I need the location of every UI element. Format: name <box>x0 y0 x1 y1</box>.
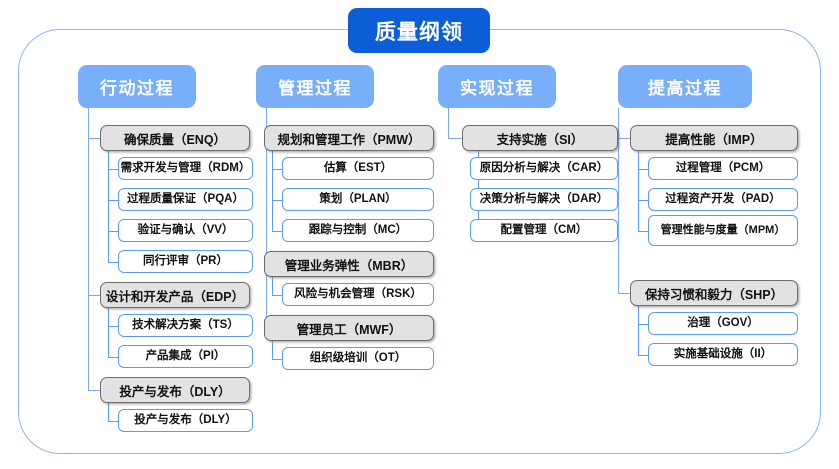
column-header-4[interactable]: 提高过程 <box>618 65 752 108</box>
leaf-connector <box>272 295 282 297</box>
leaf-connector <box>272 200 282 202</box>
leaf-connector <box>108 421 118 423</box>
group-spine <box>108 151 110 262</box>
group-connector <box>88 138 100 140</box>
leaf-box[interactable]: 治理（GOV） <box>648 312 798 335</box>
leaf-box[interactable]: 组织级培训（OT） <box>282 347 434 370</box>
diagram-title: 质量纲领 <box>348 8 490 53</box>
group-box[interactable]: 确保质量（ENQ） <box>100 125 250 151</box>
leaf-connector <box>272 359 282 361</box>
column-header-3[interactable]: 实现过程 <box>438 65 556 108</box>
leaf-connector <box>638 200 648 202</box>
column-spine-3 <box>448 108 450 138</box>
group-box[interactable]: 设计和开发产品（EDP） <box>100 282 250 308</box>
column-spine-1 <box>88 108 90 390</box>
leaf-box[interactable]: 同行评审（PR） <box>118 250 253 273</box>
leaf-box[interactable]: 估算（EST） <box>282 157 434 180</box>
leaf-connector <box>108 169 118 171</box>
group-connector <box>618 293 630 295</box>
leaf-box[interactable]: 实施基础设施（II） <box>648 343 798 366</box>
leaf-box[interactable]: 原因分析与解决（CAR） <box>470 157 618 180</box>
group-spine <box>638 306 640 355</box>
group-box[interactable]: 投产与发布（DLY） <box>100 377 250 403</box>
group-spine <box>272 341 274 359</box>
leaf-connector <box>638 355 648 357</box>
group-spine <box>108 403 110 421</box>
group-spine <box>272 151 274 231</box>
group-spine <box>272 277 274 295</box>
leaf-box[interactable]: 过程质量保证（PQA） <box>118 188 253 211</box>
leaf-box[interactable]: 过程资产开发（PAD） <box>648 188 798 211</box>
leaf-box[interactable]: 技术解决方案（TS） <box>118 314 253 337</box>
leaf-connector <box>108 357 118 359</box>
leaf-box[interactable]: 过程管理（PCM） <box>648 157 798 180</box>
group-box[interactable]: 支持实施（SI） <box>462 125 618 151</box>
leaf-box[interactable]: 风险与机会管理（RSK） <box>282 283 434 306</box>
group-spine <box>638 151 640 231</box>
leaf-connector <box>272 231 282 233</box>
group-connector <box>88 390 100 392</box>
leaf-box[interactable]: 需求开发与管理（RDM） <box>118 157 253 180</box>
leaf-box[interactable]: 产品集成（PI） <box>118 345 253 368</box>
leaf-connector <box>638 169 648 171</box>
column-spine-2 <box>266 108 268 328</box>
leaf-connector <box>108 200 118 202</box>
leaf-box[interactable]: 决策分析与解决（DAR） <box>470 188 618 211</box>
column-header-2[interactable]: 管理过程 <box>256 65 374 108</box>
group-box[interactable]: 保持习惯和毅力（SHP） <box>630 280 798 306</box>
group-box[interactable]: 管理员工（MWF） <box>264 315 434 341</box>
leaf-connector <box>638 324 648 326</box>
leaf-box[interactable]: 配置管理（CM） <box>470 219 618 242</box>
group-spine <box>108 308 110 357</box>
leaf-connector <box>638 231 648 233</box>
group-box[interactable]: 管理业务弹性（MBR） <box>264 251 434 277</box>
leaf-connector <box>108 262 118 264</box>
leaf-box[interactable]: 验证与确认（VV） <box>118 219 253 242</box>
column-spine-4 <box>618 108 620 293</box>
leaf-box[interactable]: 管理性能与度量（MPM） <box>648 215 798 246</box>
group-connector <box>448 138 462 140</box>
leaf-connector <box>108 231 118 233</box>
leaf-connector <box>272 169 282 171</box>
leaf-box[interactable]: 投产与发布（DLY） <box>118 409 253 432</box>
group-connector <box>618 138 630 140</box>
group-box[interactable]: 规划和管理工作（PMW） <box>264 125 434 151</box>
group-connector <box>88 295 100 297</box>
leaf-box[interactable]: 策划（PLAN） <box>282 188 434 211</box>
column-header-1[interactable]: 行动过程 <box>78 65 196 108</box>
leaf-box[interactable]: 跟踪与控制（MC） <box>282 219 434 242</box>
group-box[interactable]: 提高性能（IMP） <box>630 125 798 151</box>
leaf-connector <box>108 326 118 328</box>
